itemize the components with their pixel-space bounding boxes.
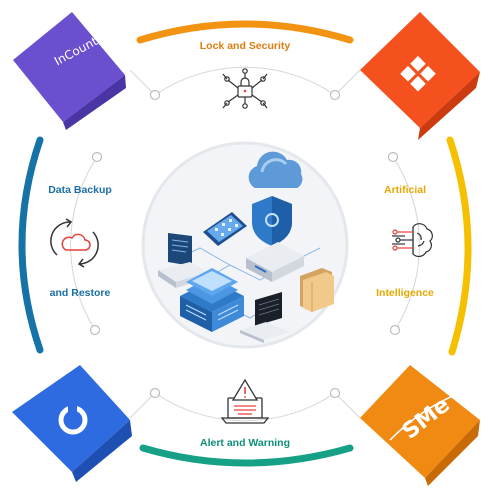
top-arc [136, 20, 354, 44]
right-arc [446, 136, 472, 356]
folder-icon [300, 268, 334, 312]
data-backup-label: Data Backup [48, 184, 112, 196]
network-illustration [141, 141, 349, 349]
phone-icon [203, 212, 247, 246]
brain-circuit-icon [392, 223, 433, 258]
incountry-logo [13, 12, 126, 130]
bottom-arc [139, 444, 354, 467]
server-icon [246, 242, 304, 282]
red-orange-logo [360, 12, 480, 140]
lock-security-label: Lock and Security [199, 40, 291, 52]
and-restore-label: and Restore [49, 287, 111, 299]
cloud-icon [248, 151, 303, 188]
left-arc [18, 136, 44, 354]
lock-network-icon [222, 68, 268, 109]
alert-warning-label: Alert and Warning [199, 437, 291, 449]
cloud-sync-icon [50, 218, 99, 268]
outer-arcs [18, 20, 472, 467]
intelligence-label: Intelligence [376, 287, 434, 299]
connector-ring [70, 66, 420, 422]
artificial-label: Artificial [383, 184, 426, 196]
ring-nodes [89, 89, 401, 399]
alert-laptop-icon [220, 378, 270, 424]
shield-icon [252, 196, 292, 246]
laptop-icon [240, 292, 290, 343]
orange-logo [360, 365, 480, 486]
blue-logo [12, 365, 132, 482]
server-stack-icon [180, 268, 244, 332]
